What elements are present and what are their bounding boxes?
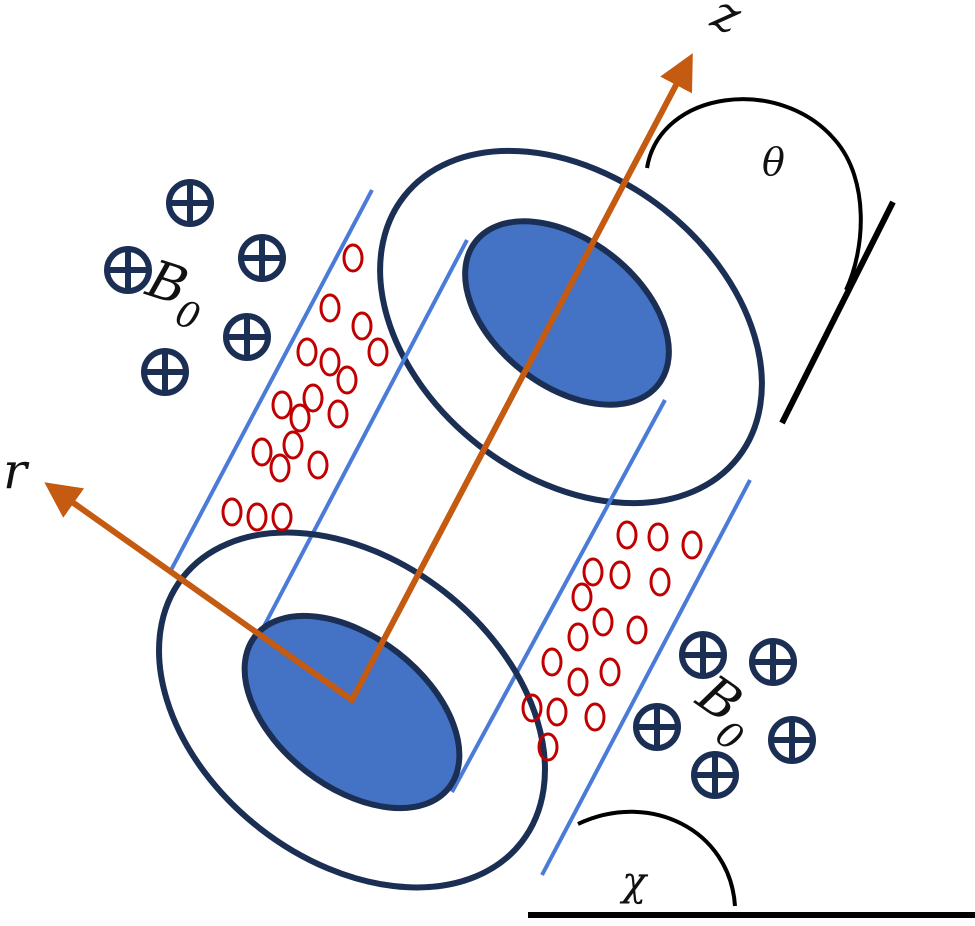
circle-cross-icon bbox=[238, 234, 286, 282]
current-loop-icon bbox=[282, 430, 304, 460]
bottom-core-ellipse bbox=[241, 612, 463, 812]
theta-label: θ bbox=[762, 140, 785, 184]
theta-angle-marker bbox=[645, 97, 896, 425]
circle-cross-icon bbox=[633, 703, 681, 751]
inner-side-line-left bbox=[260, 239, 469, 631]
current-loop-icon bbox=[342, 243, 364, 273]
circle-cross-icon bbox=[749, 638, 797, 686]
current-loop-icon bbox=[221, 497, 243, 527]
current-loop-icon bbox=[609, 560, 631, 590]
circle-cross-icon bbox=[768, 716, 816, 764]
current-loop-icon bbox=[327, 399, 349, 429]
current-loop-icon bbox=[271, 502, 293, 532]
current-loop-icon bbox=[289, 403, 311, 433]
circle-cross-icon bbox=[691, 751, 739, 799]
current-loop-icon bbox=[537, 732, 559, 762]
current-loop-icon bbox=[319, 347, 341, 377]
circle-cross-icon bbox=[223, 313, 271, 361]
shell-side-lines bbox=[168, 189, 752, 876]
top-core-ellipse bbox=[462, 218, 672, 408]
current-loops-right bbox=[521, 520, 703, 762]
current-loop-icon bbox=[269, 453, 291, 483]
current-loop-icon bbox=[681, 530, 703, 560]
current-loop-icon bbox=[367, 337, 389, 367]
coordinate-axes bbox=[44, 53, 693, 703]
chi-angle-marker bbox=[528, 809, 975, 918]
inner-side-line-right bbox=[450, 399, 667, 793]
current-loop-icon bbox=[647, 522, 669, 552]
current-loop-icon bbox=[599, 657, 621, 687]
current-loop-icon bbox=[592, 607, 614, 637]
current-loop-icon bbox=[251, 437, 273, 467]
circle-cross-icon bbox=[166, 179, 214, 227]
theta-reference-line bbox=[779, 200, 896, 425]
current-loop-icon bbox=[521, 693, 543, 723]
r-axis-label: r bbox=[3, 442, 30, 500]
current-loop-icon bbox=[246, 502, 268, 532]
chi-label: χ bbox=[619, 859, 649, 905]
current-loop-icon bbox=[302, 383, 324, 413]
current-loop-icon bbox=[649, 567, 671, 597]
current-loop-icon bbox=[546, 697, 568, 727]
current-loop-icon bbox=[571, 582, 593, 612]
current-loop-icon bbox=[584, 702, 606, 732]
current-loop-icon bbox=[567, 622, 589, 652]
theta-arc bbox=[645, 97, 863, 291]
current-loop-icon bbox=[336, 365, 358, 395]
field-symbols-bottom bbox=[633, 631, 816, 799]
z-axis-label: z bbox=[703, 0, 749, 46]
current-loop-icon bbox=[626, 615, 648, 645]
field-symbols-top bbox=[104, 179, 286, 396]
circle-cross-icon bbox=[141, 348, 189, 396]
current-loop-icon bbox=[582, 557, 604, 587]
current-loop-icon bbox=[319, 293, 341, 323]
r-axis-arrow bbox=[44, 482, 355, 703]
outer-side-line-right bbox=[540, 479, 752, 876]
chi-arc bbox=[577, 809, 737, 907]
current-loop-icon bbox=[271, 390, 293, 420]
current-loop-icon bbox=[307, 450, 329, 480]
current-loop-icon bbox=[351, 311, 373, 341]
outer-side-line-left bbox=[168, 189, 374, 573]
current-loop-icon bbox=[567, 667, 589, 697]
current-loop-icon bbox=[296, 337, 318, 367]
z-axis-arrow bbox=[349, 53, 693, 703]
current-loop-icon bbox=[541, 647, 563, 677]
current-loops-left bbox=[221, 243, 389, 532]
circle-cross-icon bbox=[104, 246, 152, 294]
circle-cross-icon bbox=[679, 631, 727, 679]
current-loop-icon bbox=[616, 520, 638, 550]
